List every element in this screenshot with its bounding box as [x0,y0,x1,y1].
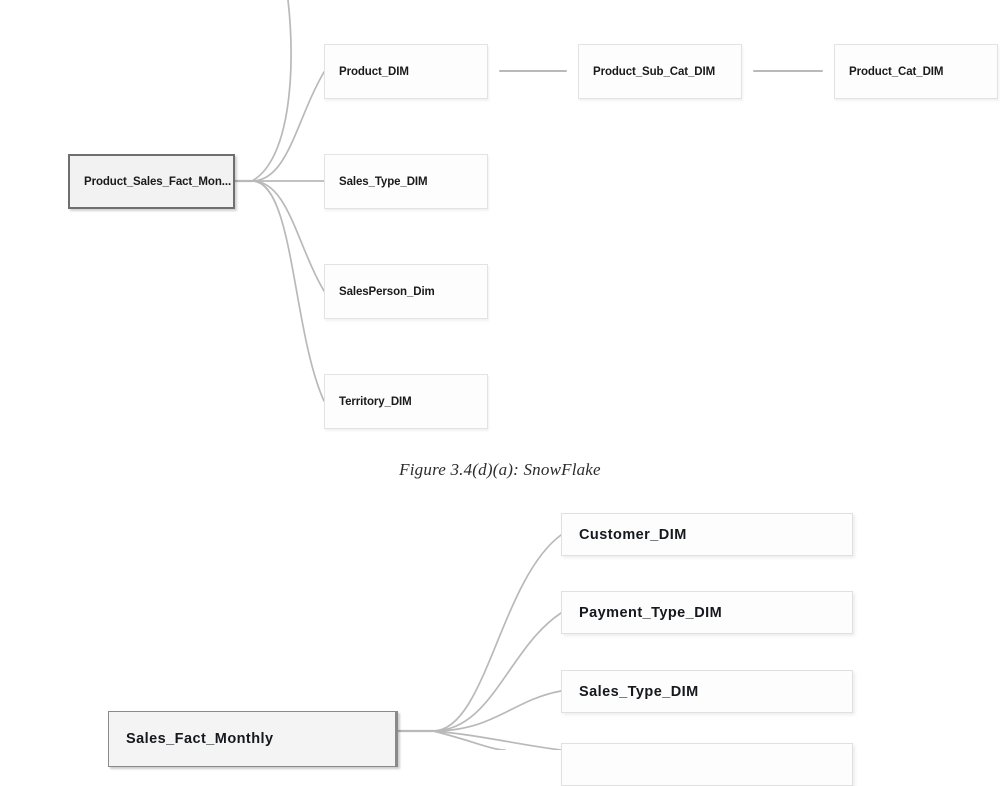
node-label: Sales_Fact_Monthly [126,731,274,747]
node-label: Payment_Type_DIM [579,604,723,621]
dimension-product-dim[interactable]: Product_DIM [324,44,488,99]
figure-caption: Figure 3.4(d)(a): SnowFlake [0,460,1000,480]
dimension-sales-type-dim[interactable]: Sales_Type_DIM [324,154,488,209]
node-label: Territory_DIM [339,395,412,408]
dimension-product-cat-dim[interactable]: Product_Cat_DIM [834,44,998,99]
node-label: Product_DIM [339,65,409,78]
node-label: Sales_Type_DIM [339,175,428,188]
node-label: Product_Sales_Fact_Mon... [84,175,232,188]
star-connectors [396,534,562,750]
node-label: Customer_DIM [579,526,687,543]
dimension-payment-type-dim[interactable]: Payment_Type_DIM [561,591,853,634]
dimension-territory-dim[interactable]: Territory_DIM [324,374,488,429]
node-label: Product_Cat_DIM [849,65,944,78]
dimension-customer-dim[interactable]: Customer_DIM [561,513,853,556]
node-label: Sales_Type_DIM [579,683,699,700]
figure-caption-text: Figure 3.4(d)(a): SnowFlake [399,460,601,479]
fact-table-product-sales-fact-monthly[interactable]: Product_Sales_Fact_Mon... [68,154,235,209]
snowflake-connectors [233,0,823,402]
fact-table-sales-fact-monthly[interactable]: Sales_Fact_Monthly [108,711,398,767]
dimension-salesperson-dim[interactable]: SalesPerson_Dim [324,264,488,319]
node-label: Product_Sub_Cat_DIM [593,65,716,78]
dimension-product-sub-cat-dim[interactable]: Product_Sub_Cat_DIM [578,44,742,99]
dimension-partial-cut-off[interactable] [561,743,853,786]
dimension-sales-type-dim-star[interactable]: Sales_Type_DIM [561,670,853,713]
node-label: SalesPerson_Dim [339,285,435,298]
